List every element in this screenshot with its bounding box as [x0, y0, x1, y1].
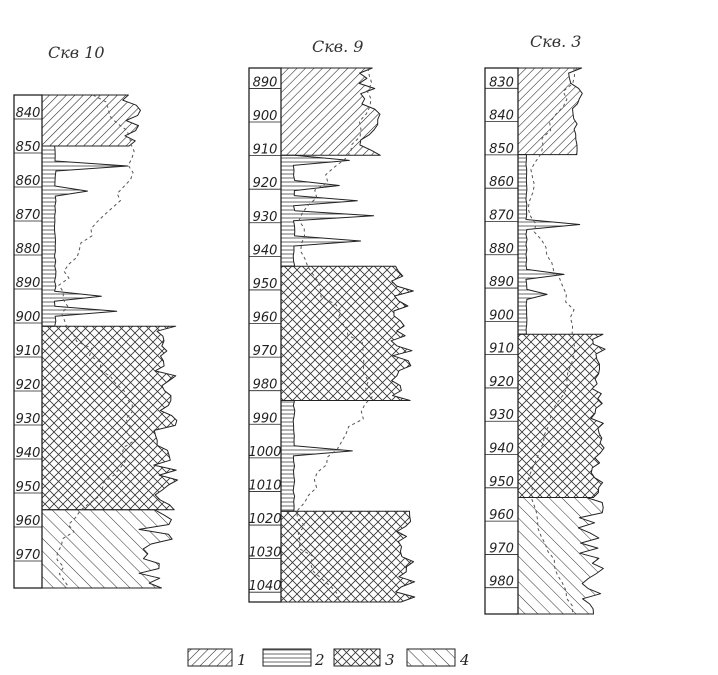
depth-label: 930: [16, 412, 41, 427]
legend-swatch-1: [187, 648, 233, 667]
depth-label: 910: [489, 342, 514, 357]
legend-number-4: 4: [459, 651, 470, 669]
well-title: Скв. 9: [312, 37, 363, 56]
depth-label: 940: [489, 442, 514, 457]
depth-label: 1040: [248, 579, 281, 594]
lithology-interval-type-2: [280, 400, 353, 512]
well-column-skv-3: Скв. 3 830 840 850 860 870 880 890 900 910 920 930…: [484, 32, 606, 615]
lithology-interval-type-2: [280, 154, 375, 267]
depth-label: 900: [16, 310, 41, 325]
depth-label: 860: [489, 175, 514, 190]
depth-label: 920: [489, 375, 514, 390]
depth-label: 970: [489, 541, 514, 556]
depth-label: 880: [489, 242, 514, 257]
depth-label: 930: [253, 210, 278, 225]
depth-label: 870: [16, 208, 41, 223]
well-column-skv-10: Скв 10 840 850 860 870 880 890 900 910 920 930 940…: [13, 43, 178, 589]
depth-column: [484, 67, 519, 615]
depth-label: 870: [489, 208, 514, 223]
depth-label: 1000: [248, 445, 281, 460]
depth-label: 890: [253, 75, 278, 90]
depth-column: [248, 67, 282, 603]
log-curve-dashed: [56, 94, 136, 589]
depth-label: 940: [253, 243, 278, 258]
well-title: Скв. 3: [530, 32, 581, 51]
depth-label: 920: [253, 176, 278, 191]
depth-label: 1010: [248, 478, 281, 493]
depth-label: 950: [16, 480, 41, 495]
depth-label: 840: [16, 106, 41, 121]
depth-label: 850: [489, 142, 514, 157]
legend-number-1: 1: [237, 651, 247, 669]
depth-label: 910: [253, 143, 278, 158]
legend-swatch-2: [262, 648, 312, 667]
depth-label: 980: [253, 378, 278, 393]
depth-label: 900: [489, 308, 514, 323]
lithology-interval-type-3: [41, 325, 178, 511]
depth-column: [13, 94, 43, 589]
depth-label: 960: [489, 508, 514, 523]
depth-label: 950: [253, 277, 278, 292]
lithology-interval-type-4: [517, 497, 604, 615]
legend-number-3: 3: [385, 651, 395, 669]
depth-label: 960: [253, 311, 278, 326]
depth-label: 840: [489, 109, 514, 124]
depth-label: 950: [489, 475, 514, 490]
lithology-interval-type-1: [41, 94, 141, 147]
depth-label: 890: [16, 276, 41, 291]
well-title: Скв 10: [48, 43, 105, 62]
depth-label: 1020: [248, 512, 281, 527]
log-curve-dashed: [296, 67, 374, 603]
legend-swatch-4: [406, 648, 456, 667]
depth-label: 900: [253, 109, 278, 124]
depth-label: 960: [16, 514, 41, 529]
legend: 1 2 3 4: [187, 648, 470, 669]
lithology-interval-type-2: [41, 145, 129, 327]
depth-label: 830: [489, 75, 514, 90]
depth-label: 860: [16, 174, 41, 189]
lithology-interval-type-4: [41, 509, 173, 589]
depth-label: 990: [253, 411, 278, 426]
legend-swatch-3: [333, 648, 381, 667]
depth-label: 910: [16, 344, 41, 359]
well-column-skv-9: Скв. 9 890 900 910 920 930 940 950 960 970 980 990…: [248, 37, 416, 603]
depth-label: 980: [489, 575, 514, 590]
depth-label: 890: [489, 275, 514, 290]
lithology-interval-type-2: [517, 154, 581, 335]
depth-label: 920: [16, 378, 41, 393]
log-curve-dashed: [526, 67, 576, 614]
lithology-interval-type-1: [517, 67, 583, 156]
lithology-interval-type-1: [280, 67, 381, 156]
lithology-interval-type-3: [280, 510, 416, 603]
depth-label: 970: [253, 344, 278, 359]
depth-label: 1030: [248, 546, 281, 561]
lithology-interval-type-3: [517, 333, 606, 498]
depth-label: 880: [16, 242, 41, 257]
depth-label: 970: [16, 548, 41, 563]
depth-label: 930: [489, 408, 514, 423]
depth-label: 940: [16, 446, 41, 461]
depth-label: 850: [16, 140, 41, 155]
legend-number-2: 2: [314, 651, 325, 669]
